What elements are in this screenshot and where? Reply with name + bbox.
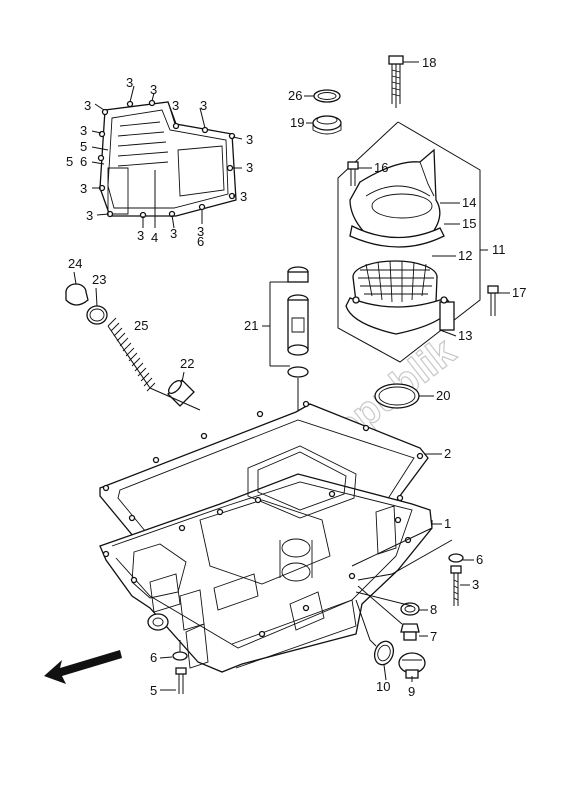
callout-6-c: 6 [476, 552, 483, 567]
oil-pan-top-view [97, 99, 237, 219]
callout-3-k: 3 [86, 208, 93, 223]
callout-9: 9 [408, 684, 415, 699]
callout-13: 13 [458, 328, 472, 343]
callout-24: 24 [68, 256, 82, 271]
callout-8: 8 [430, 602, 437, 617]
callout-25: 25 [134, 318, 148, 333]
callout-15: 15 [462, 216, 476, 231]
callout-3-n: 3 [197, 224, 204, 239]
callout-19: 19 [290, 115, 304, 130]
callout-3-b: 3 [150, 82, 157, 97]
arrow-down-left-icon [44, 650, 122, 684]
o-ring-26 [313, 89, 341, 103]
callout-3-e: 3 [200, 98, 207, 113]
callout-20: 20 [436, 388, 450, 403]
strainer-cover-14 [349, 148, 441, 243]
callout-22: 22 [180, 356, 194, 371]
bolt-16 [347, 161, 359, 186]
callout-3-l: 3 [137, 228, 144, 243]
plug-24 [65, 283, 89, 306]
bolt-5-left [175, 667, 187, 694]
callout-2: 2 [444, 446, 451, 461]
valve-22 [167, 379, 195, 407]
oil-strainer-12 [345, 260, 455, 335]
bolt-3-right [450, 565, 462, 606]
bottom-right-leaders [351, 520, 453, 682]
callout-23: 23 [92, 272, 106, 287]
oil-strainer-assembly-frame [337, 121, 488, 363]
callout-7: 7 [430, 629, 437, 644]
callout-3-d: 3 [172, 98, 179, 113]
oil-pan-1 [99, 445, 433, 673]
bolt-18 [388, 55, 404, 108]
callout-3-m: 3 [170, 226, 177, 241]
o-ring-20 [374, 383, 420, 409]
callout-17: 17 [512, 285, 526, 300]
drain-plug-9 [398, 652, 426, 679]
callout-3-h: 3 [246, 160, 253, 175]
callout-11: 11 [492, 242, 506, 257]
callout-3-c: 3 [84, 98, 91, 113]
spring-25 [107, 317, 156, 392]
callout-3-o: 3 [472, 577, 479, 592]
callout-21: 21 [244, 318, 258, 333]
callout-5-a: 5 [80, 139, 87, 154]
callout-6-a: 6 [80, 154, 87, 169]
callout-3-j: 3 [240, 189, 247, 204]
seal-19 [312, 115, 342, 135]
callout-10: 10 [376, 679, 390, 694]
callout-1: 1 [444, 516, 451, 531]
callout-4: 4 [151, 230, 158, 245]
callout-3-i: 3 [80, 181, 87, 196]
callout-6-d: 6 [150, 650, 157, 665]
plug-7 [400, 623, 420, 641]
callout-26: 26 [288, 88, 302, 103]
callout-5-b: 5 [66, 154, 73, 169]
o-ring-23 [86, 305, 108, 325]
relief-axis [149, 387, 201, 411]
callout-12: 12 [458, 248, 472, 263]
bolt-17 [487, 285, 499, 316]
callout-3-f: 3 [80, 123, 87, 138]
washer-6-right [448, 553, 464, 563]
callout-labels: 3 3 3 3 3 3 3 5 5 6 3 3 3 3 3 4 3 3 6 18… [66, 55, 526, 699]
washer-6-left [172, 651, 188, 661]
gasket-10 [373, 640, 395, 666]
callout-18: 18 [422, 55, 436, 70]
pan-bolt-holes-iso [102, 490, 412, 638]
callout-14: 14 [462, 195, 476, 210]
callout-6-b: 6 [197, 234, 204, 249]
callout-3-a: 3 [126, 75, 133, 90]
gasket-8 [400, 602, 420, 616]
gasket-15 [349, 225, 445, 248]
callout-16: 16 [374, 160, 388, 175]
callout-3-g: 3 [246, 132, 253, 147]
callout-5-c: 5 [150, 683, 157, 698]
top-view-leaders [91, 85, 243, 229]
